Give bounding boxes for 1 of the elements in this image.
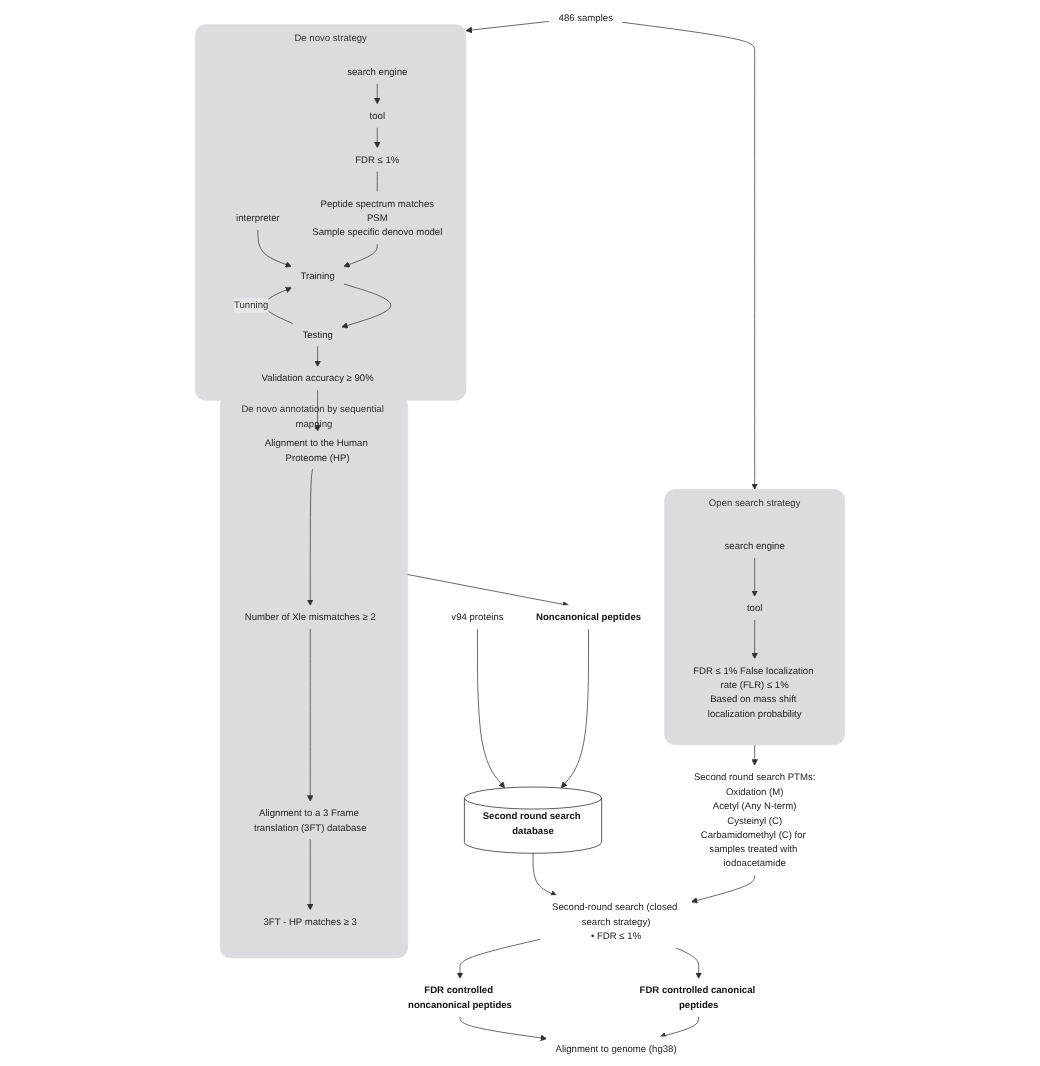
connector (376, 170, 378, 193)
